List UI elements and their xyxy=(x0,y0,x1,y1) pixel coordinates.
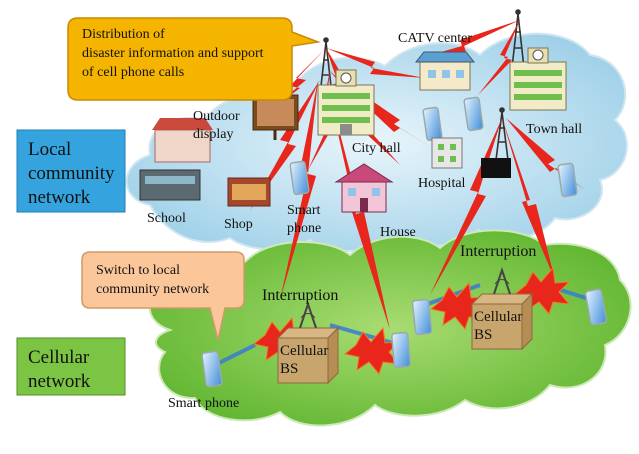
smartphone-icon xyxy=(557,162,578,198)
building-icon xyxy=(317,69,375,136)
smartphone-icon xyxy=(391,331,411,369)
town-hall-label: Town hall xyxy=(526,122,582,137)
smartphone-icon xyxy=(289,160,310,196)
display-icon xyxy=(252,94,299,140)
antenna-tower-icon xyxy=(511,9,525,69)
cellular-network-box xyxy=(16,337,126,396)
city-hall-label: City hall xyxy=(352,141,401,156)
building-icon xyxy=(509,47,567,111)
hospital-label: Hospital xyxy=(418,176,466,191)
cellular-bs-box-icon xyxy=(470,266,534,351)
cellular-cloud xyxy=(149,229,632,427)
house-label: House xyxy=(380,225,416,240)
school-icon xyxy=(139,118,213,201)
shop-icon xyxy=(227,177,271,207)
interruption-right-label: Interruption xyxy=(460,243,536,260)
callout-disaster xyxy=(67,17,321,101)
building-icon xyxy=(431,137,463,169)
cellular-bs-box-icon xyxy=(276,300,340,385)
smart-phone-bottom-label: Smart phone xyxy=(168,396,239,411)
smartphone-icon xyxy=(411,298,433,336)
catv-center-label: CATV center xyxy=(398,31,472,46)
interruption-left-label: Interruption xyxy=(262,287,338,304)
school-label: School xyxy=(147,211,186,226)
cellular-bs-box-icon xyxy=(481,158,511,178)
antenna-tower-icon xyxy=(319,37,333,96)
local-network-box xyxy=(16,129,126,213)
callout-switch xyxy=(81,251,245,341)
smartphone-icon xyxy=(201,350,223,388)
antenna-tower-icon xyxy=(495,107,509,161)
house-icon xyxy=(334,163,394,213)
building-icon xyxy=(414,51,476,91)
smartphone-icon xyxy=(584,288,608,326)
smartphone-icon xyxy=(463,96,484,132)
shop-label: Shop xyxy=(224,217,253,232)
